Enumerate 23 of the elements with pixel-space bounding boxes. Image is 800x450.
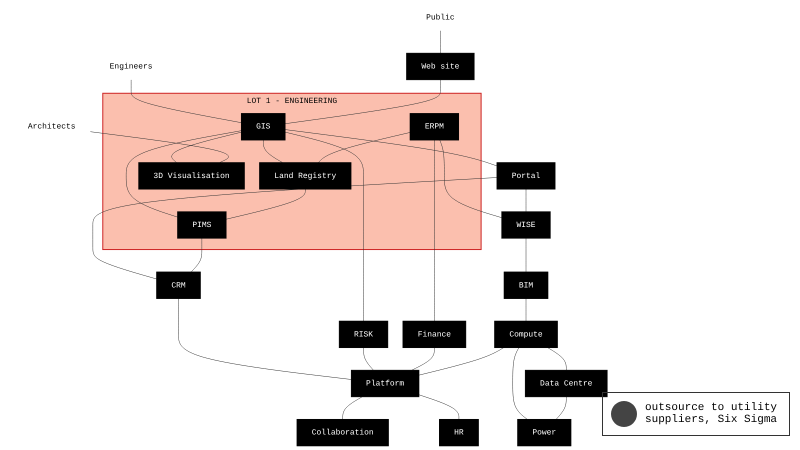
legend-text: outsource to utility suppliers, Six Sigma <box>645 402 778 426</box>
connector <box>284 132 364 322</box>
connector <box>126 130 242 218</box>
connector <box>548 348 566 370</box>
connector <box>178 298 352 380</box>
connector <box>90 131 229 163</box>
connector <box>439 140 502 218</box>
connector <box>226 189 306 220</box>
connector <box>284 129 497 166</box>
connector <box>418 348 504 376</box>
connector <box>512 348 528 420</box>
connector <box>130 80 242 123</box>
connector <box>342 396 362 420</box>
connector <box>284 80 440 124</box>
connector <box>92 177 497 280</box>
connector <box>556 396 566 420</box>
connector <box>171 132 242 163</box>
connector <box>318 132 410 163</box>
connector <box>190 238 202 272</box>
connector <box>412 348 434 370</box>
connector <box>418 394 460 420</box>
connector <box>363 348 374 370</box>
connector <box>262 140 282 163</box>
